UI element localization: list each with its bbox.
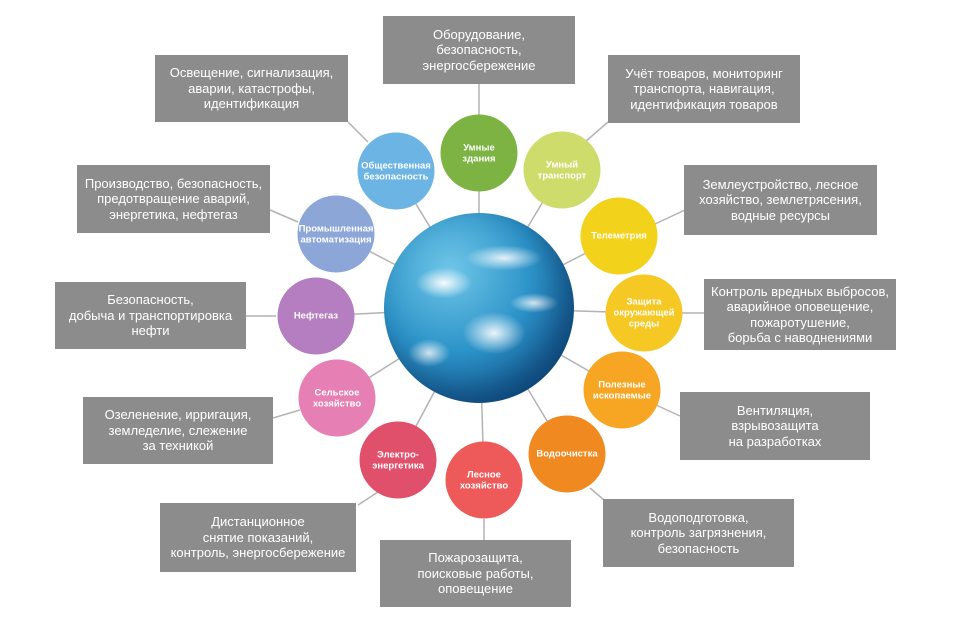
hub-smart-buildings: Умные здания [440,114,518,192]
description-box-smart-transport: Учёт товаров, мониторинг транспорта, нав… [608,55,800,123]
connector-public-safety-box [347,121,369,143]
description-box-forestry: Пожарозащита, поисковые работы, оповещен… [380,540,571,607]
description-box-minerals: Вентиляция, взрывозащита на разработках [680,392,870,460]
description-box-industrial: Производство, безопасность, предотвращен… [77,165,270,233]
hub-oil-gas: Нефтегаз [277,277,355,355]
connector-smart-transport-box [584,121,609,143]
connector-agriculture-box [272,409,301,419]
connector-minerals-box [655,404,681,417]
hub-environment: Защита окружающей среды [605,274,683,352]
connector-energy-box [357,491,379,506]
connector-water-box [589,487,605,501]
description-box-smart-buildings: Оборудование, безопасность, энергосбереж… [383,16,575,84]
globe-image [384,213,574,403]
hub-energy: Электро- энергетика [359,421,437,499]
description-box-agriculture: Озеленение, ирригация, земледелие, слеже… [83,397,273,464]
hub-industrial: Промышленная автоматизация [297,195,375,273]
connector-industrial-box [269,209,299,223]
hub-telemetry: Телеметрия [580,197,658,275]
hub-water: Водоочистка [528,415,606,493]
hub-public-safety: Общественная безопасность [357,132,435,210]
hub-smart-transport: Умный транспорт [523,131,601,209]
description-box-water: Водоподготовка, контроль загрязнения, бе… [603,499,794,567]
hub-forestry: Лесное хозяйство [445,441,523,519]
description-box-public-safety: Освещение, сигнализация, аварии, катастр… [155,55,348,122]
description-box-telemetry: Землеустройство, лесное хозяйство, земле… [684,165,877,235]
hub-agriculture: Сельское хозяйство [298,359,376,437]
description-box-environment: Контроль вредных выбросов, аварийное опо… [704,279,896,350]
hub-minerals: Полезные ископаемые [583,351,661,429]
description-box-oil-gas: Безопасность, добыча и транспортировка н… [55,282,246,349]
connector-telemetry-box [654,209,686,225]
description-box-energy: Дистанционное снятие показаний, контроль… [160,503,356,572]
